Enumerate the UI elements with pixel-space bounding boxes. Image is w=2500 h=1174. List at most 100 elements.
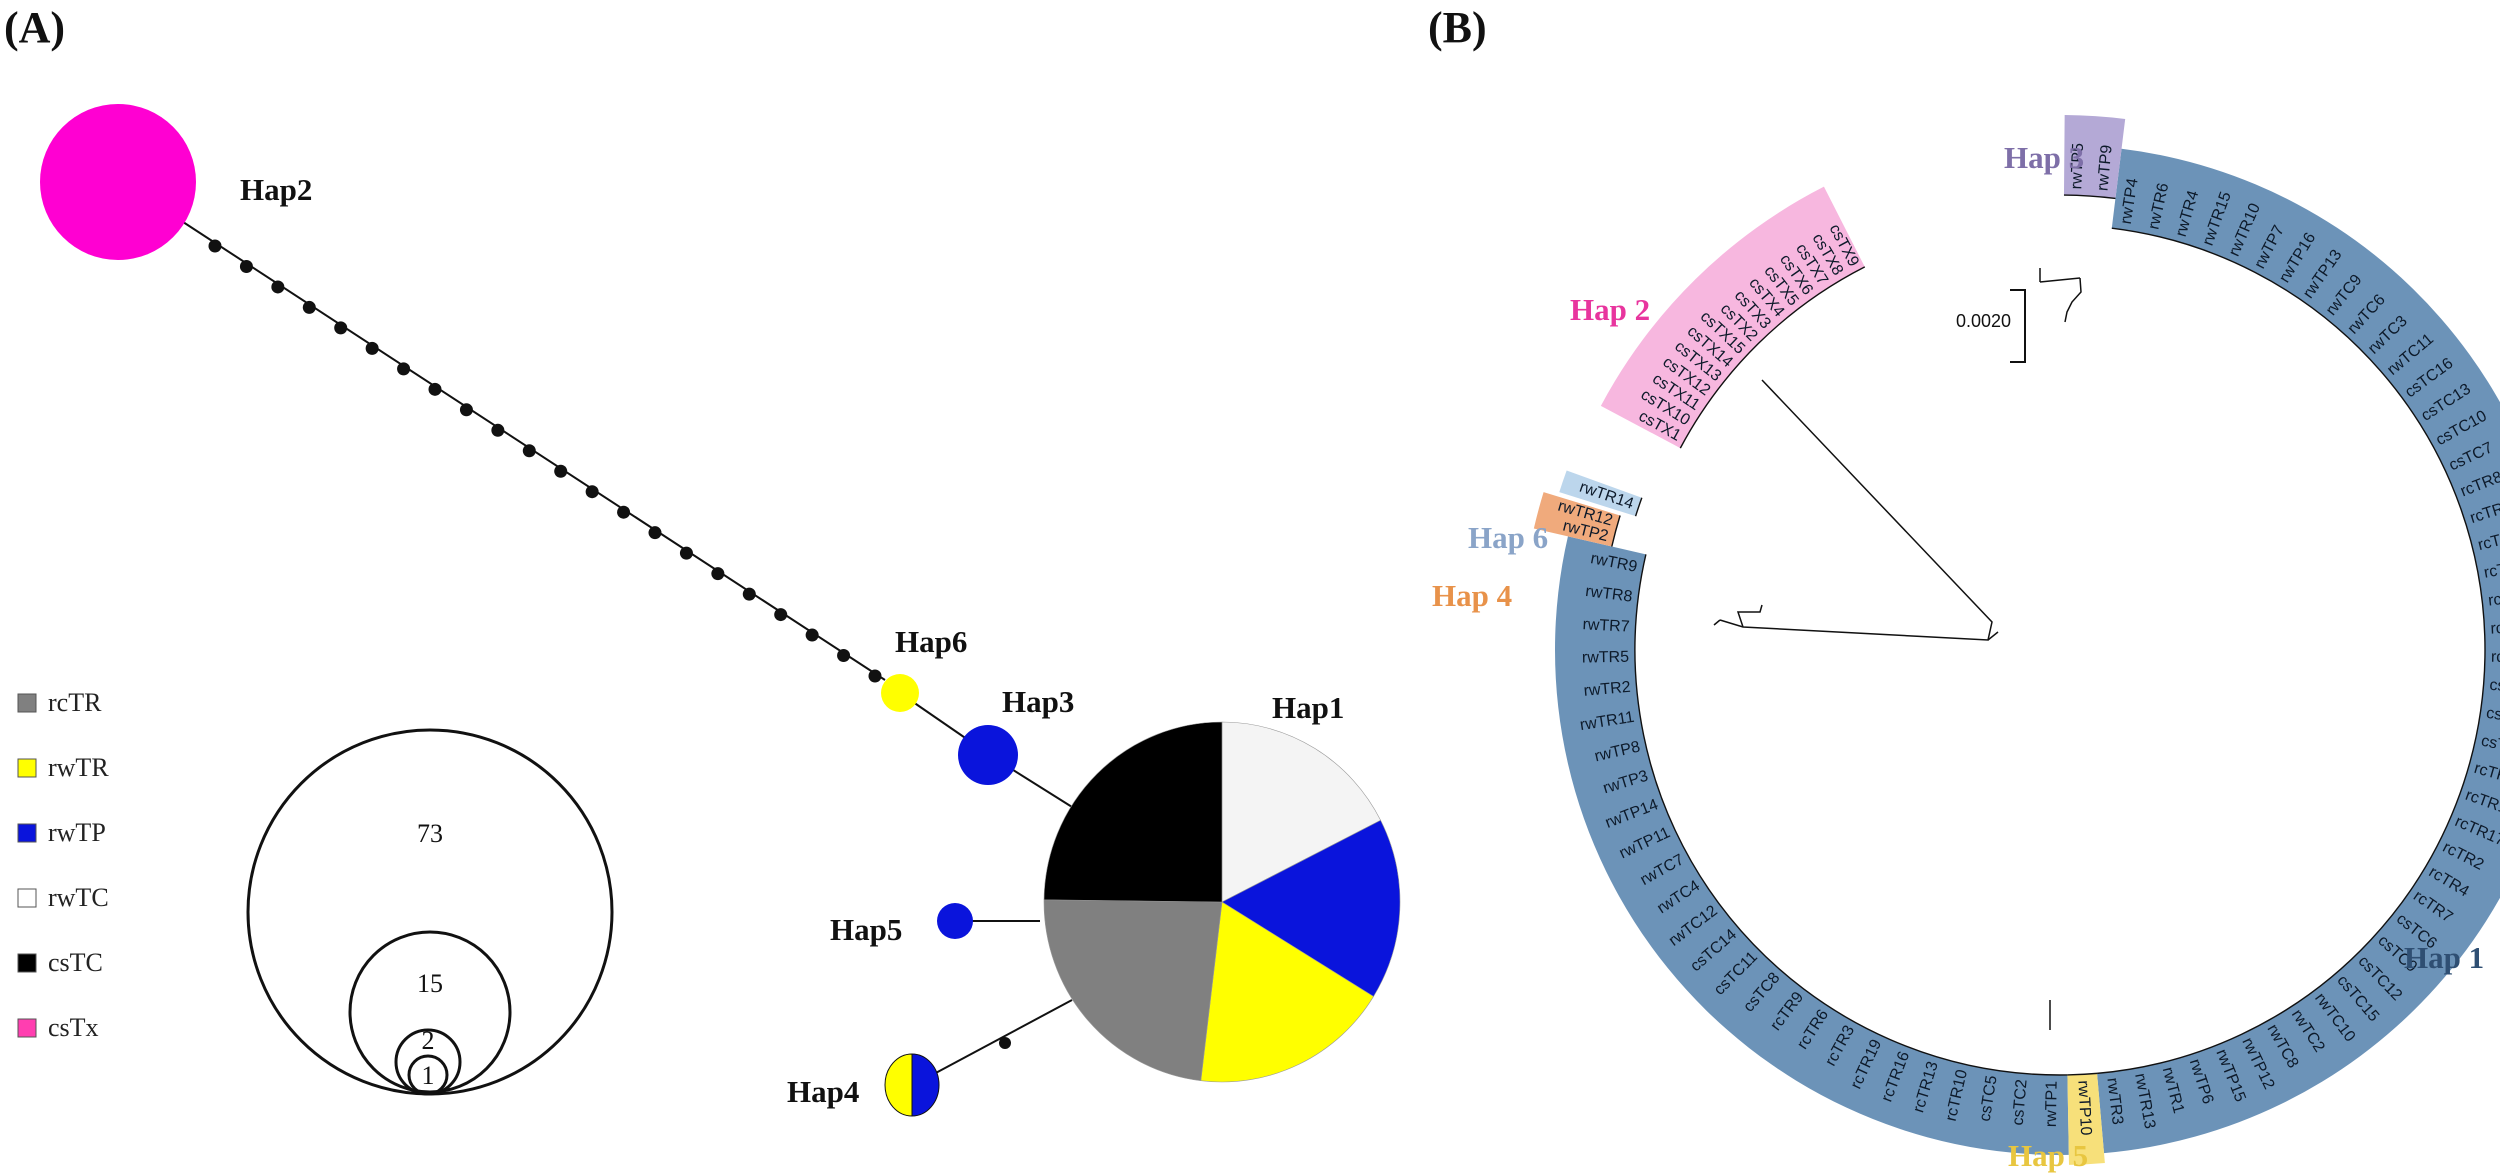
- branch-hap2: [1719, 379, 1993, 641]
- size-circle-15: [348, 930, 512, 1094]
- clade-hap1-arc-2: [1555, 536, 2069, 1155]
- clade-label-hap1: Hap 1: [2404, 940, 2484, 975]
- hap3-label: Hap3: [1002, 684, 1074, 719]
- legend-swatch-rwtr: [17, 758, 37, 778]
- scale-bar-label: 0.0020: [1956, 311, 2011, 331]
- pie-slice-rwtr: [1200, 901, 1374, 1083]
- legend: rcTR rwTR rwTP rwTC csTC csTx: [17, 688, 109, 1042]
- mutation-step-dot: [491, 423, 505, 437]
- leaf-label: rcTR12: [2490, 618, 2500, 638]
- mutation-step-dot: [585, 485, 599, 499]
- branch-root: [1987, 631, 1999, 641]
- mutation-step-dot: [868, 669, 882, 683]
- legend-swatch-rwtc: [17, 888, 37, 908]
- clade-hap2-band: [1600, 186, 1865, 449]
- mutation-step-dot: [711, 567, 725, 581]
- scale-bar: [2010, 289, 2026, 363]
- mutation-step-dot: [428, 382, 442, 396]
- leaf-label: rwTR3: [2103, 1077, 2126, 1126]
- clade-hap3-band: [2063, 115, 2126, 199]
- clade-hap4-band-tip-arc: [1611, 515, 1621, 547]
- leaf-label: csTC2: [2010, 1079, 2031, 1127]
- mutation-step-hap4: [999, 1037, 1011, 1049]
- mutation-step-dot: [648, 526, 662, 540]
- mutation-step-dot: [617, 505, 631, 519]
- leaf-label: rwTR7: [1582, 616, 1630, 635]
- branch-hap4: [1713, 619, 1721, 626]
- node-hap5: [937, 903, 973, 939]
- node-hap6: [881, 674, 919, 712]
- size-label-15: 15: [417, 969, 443, 998]
- pie-slice-cstc: [1043, 721, 1223, 903]
- leaf-label: rwTP10: [2074, 1080, 2094, 1136]
- tree-branches: [1713, 268, 2082, 1030]
- legend-swatch-rctr: [17, 693, 37, 713]
- node-hap3: [958, 725, 1018, 785]
- mutation-step-dot: [208, 239, 222, 253]
- node-hap1: [1043, 721, 1401, 1083]
- node-hap4: [884, 1053, 940, 1117]
- panel-a-label: (A): [4, 3, 65, 52]
- leaf-label: rwTP1: [2043, 1081, 2061, 1128]
- clade-label-hap3: Hap 3: [2004, 140, 2084, 175]
- legend-swatch-cstx: [17, 1018, 37, 1038]
- mutation-step-dot: [522, 444, 536, 458]
- mutation-step-dot: [334, 321, 348, 335]
- leaf-label: rwTR5: [1582, 649, 1630, 667]
- size-label-73: 73: [417, 819, 443, 848]
- node-hap2: [40, 104, 196, 260]
- legend-swatch-cstc: [17, 953, 37, 973]
- leaf-label: rwTP4: [2118, 177, 2142, 225]
- legend-label-rctr: rcTR: [48, 688, 102, 717]
- edge-hap3-hap1: [1009, 767, 1081, 813]
- clade-hap6-band-tip-arc: [1634, 497, 1643, 517]
- mutation-step-dot: [459, 403, 473, 417]
- size-label-1: 1: [422, 1061, 435, 1090]
- mutation-step-dot: [837, 649, 851, 663]
- leaf-label: rwTR8: [1584, 583, 1633, 606]
- clade-hap3-band-tip-arc: [2063, 194, 2116, 200]
- size-label-2: 2: [422, 1026, 435, 1055]
- hap5-label: Hap5: [830, 912, 902, 947]
- mutation-step-dot: [554, 464, 568, 478]
- branch-hap3-c: [2039, 277, 2081, 283]
- clade-hap5-band-tip-arc: [2067, 1072, 2098, 1076]
- clade-hap1-arc-2-tip-arc: [1634, 554, 2068, 1076]
- panel-a: (A) Hap2 Hap6 Hap3 Hap5 Hap4 Hap1: [4, 3, 1401, 1117]
- mutation-steps: [208, 239, 882, 683]
- hap4-label: Hap4: [787, 1074, 859, 1109]
- clade-hap6-band: [1559, 470, 1642, 517]
- leaf-label: rcTR15: [2487, 587, 2500, 610]
- size-scale: [246, 728, 614, 1096]
- clade-label-hap5: Hap 5: [2008, 1138, 2088, 1173]
- hap2-label: Hap2: [240, 172, 312, 207]
- size-circle-1: [407, 1054, 449, 1096]
- clade-hap5-band: [2067, 1073, 2105, 1165]
- branch-hap6: [1736, 604, 1763, 628]
- legend-label-rwtc: rwTC: [48, 883, 109, 912]
- clade-label-hap6: Hap 6: [1468, 520, 1548, 555]
- hap6-label: Hap6: [895, 624, 967, 659]
- mutation-step-dot: [302, 300, 316, 314]
- leaf-label: rwTP5: [2068, 143, 2087, 190]
- mutation-step-dot: [742, 587, 756, 601]
- edge-hap4-hap1: [931, 999, 1073, 1076]
- legend-label-cstc: csTC: [48, 948, 103, 977]
- mutation-step-dot: [805, 628, 819, 642]
- mutation-step-dot: [397, 362, 411, 376]
- leaf-label: rwTP9: [2094, 144, 2115, 192]
- mutation-step-dot: [679, 546, 693, 560]
- clade-hap4-band: [1533, 492, 1621, 547]
- hap1-label: Hap1: [1272, 690, 1344, 725]
- legend-label-rwtp: rwTP: [48, 818, 106, 847]
- clade-label-hap4: Hap 4: [1432, 578, 1512, 613]
- legend-label-cstx: csTx: [48, 1013, 99, 1042]
- pie-slice-rwtc: [1221, 721, 1382, 903]
- panel-b-label: (B): [1428, 3, 1487, 52]
- tree-clades: [1533, 115, 2500, 1165]
- clade-hap1-arc-tip-arc: [2096, 227, 2486, 1075]
- mutation-step-dot: [239, 259, 253, 273]
- leaf-label: rwTR2: [1583, 679, 1632, 700]
